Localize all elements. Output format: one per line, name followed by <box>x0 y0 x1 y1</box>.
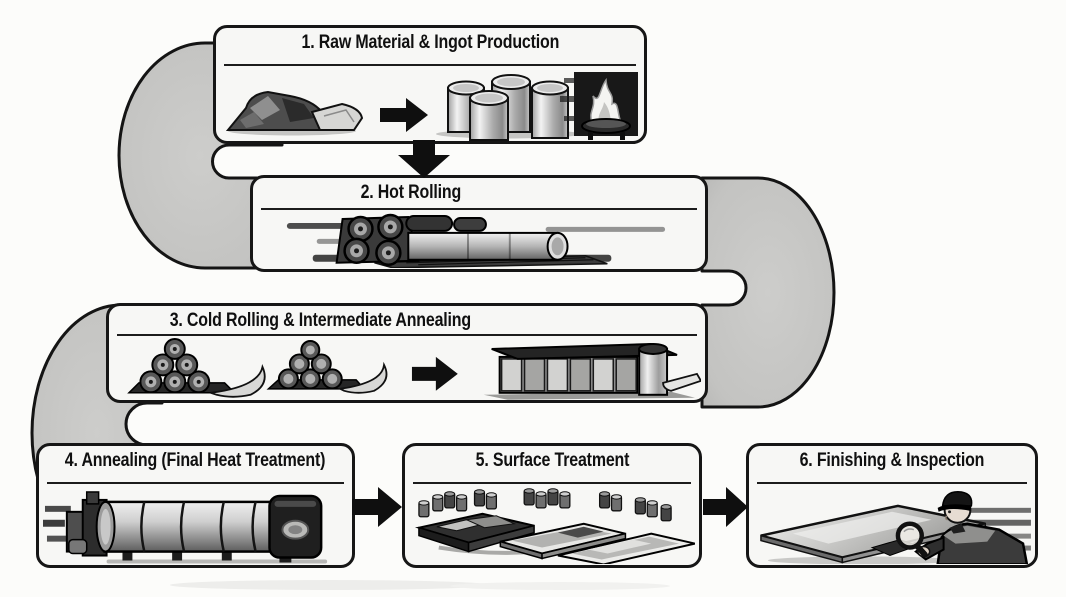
track-turn-right <box>700 176 836 409</box>
raw-material-ingot-illustration <box>225 72 638 141</box>
arrow-right-icon <box>411 356 458 391</box>
treatment-vat-icon <box>414 512 535 553</box>
magnifier-icon <box>895 521 928 558</box>
step-4-title: 4. Annealing (Final Heat Treatment) <box>65 450 326 471</box>
treatment-tray-icon <box>557 532 695 565</box>
step-box-1: 1. Raw Material & Ingot Production <box>213 25 647 144</box>
roller-stack-icon <box>343 213 404 266</box>
title-separator <box>413 482 691 484</box>
hot-rolling-illustration <box>286 213 666 268</box>
step-box-6: 6. Finishing & Inspection <box>746 443 1038 568</box>
arrow-down-icon <box>398 140 450 178</box>
arrow-right-icon <box>352 487 402 527</box>
finishing-inspection-illustration <box>760 490 1031 565</box>
furnace-fire-icon <box>560 72 638 140</box>
step-box-2: 2. Hot Rolling <box>250 175 708 272</box>
cap-icon <box>941 490 973 507</box>
treatment-tray-icon <box>499 522 627 560</box>
ground-shadow <box>170 580 490 590</box>
title-separator <box>224 64 636 66</box>
arrow-step5-to-step6 <box>703 487 748 527</box>
step-1-title: 1. Raw Material & Ingot Production <box>301 32 559 53</box>
canister-row-icon <box>418 488 672 522</box>
arrow-right-icon <box>380 98 428 132</box>
surface-treatment-illustration <box>414 488 695 565</box>
title-separator <box>757 482 1027 484</box>
step-box-3: 3. Cold Rolling & Intermediate Annealing <box>106 303 708 403</box>
step-2-title: 2. Hot Rolling <box>360 182 462 203</box>
step-box-4: 4. Annealing (Final Heat Treatment) <box>36 443 355 568</box>
arrow-right-icon <box>703 487 748 527</box>
step-5-title: 5. Surface Treatment <box>475 450 629 471</box>
step-box-5: 5. Surface Treatment <box>402 443 702 568</box>
step-6-title: 6. Finishing & Inspection <box>799 450 985 471</box>
title-separator <box>117 334 697 336</box>
annealing-line-icon <box>483 342 701 400</box>
annealing-furnace-illustration <box>43 491 328 564</box>
title-separator <box>261 208 697 210</box>
cold-rolling-annealing-illustration <box>127 337 701 400</box>
coil-stack-icon <box>266 339 388 394</box>
arrow-step4-to-step5 <box>352 487 402 527</box>
title-separator <box>47 482 344 484</box>
arrow-step1-to-step2 <box>398 140 450 178</box>
coil-stack-icon <box>127 337 266 398</box>
ground-shadow <box>450 582 670 590</box>
inspector-icon <box>895 490 1029 565</box>
step-3-title: 3. Cold Rolling & Intermediate Annealing <box>169 310 472 331</box>
